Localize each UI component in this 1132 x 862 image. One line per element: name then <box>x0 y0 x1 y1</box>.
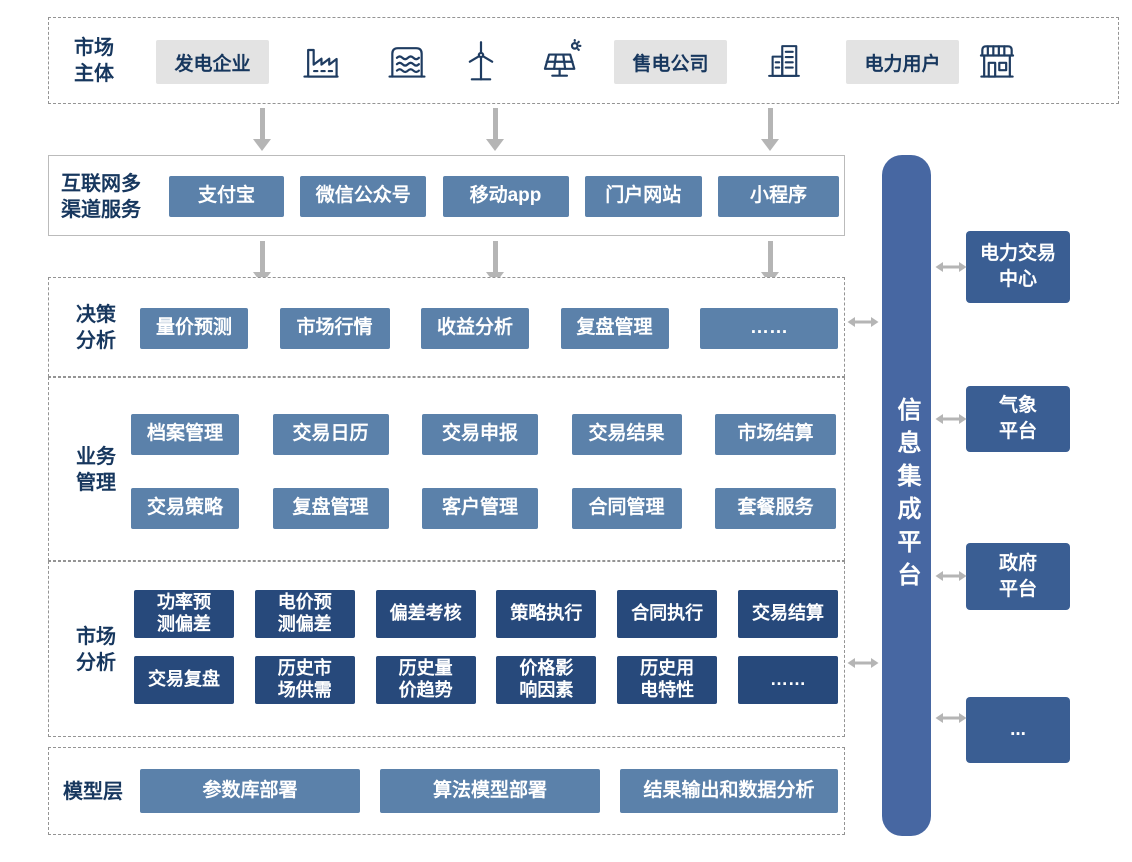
model-layer-label: 模型层 <box>63 781 123 803</box>
channel-mobile-app: 移动app <box>442 176 569 217</box>
business-item-trade-strategy: 交易策略 <box>131 488 239 529</box>
double-arrow-icon <box>935 262 967 272</box>
decision-item-more: …… <box>700 308 838 349</box>
decision-analysis-section: 决策分析 量价预测 市场行情 收益分析 复盘管理 …… <box>48 277 845 377</box>
market-analysis-label: 市场分析 <box>76 626 116 674</box>
retailer-chip: 售电公司 <box>614 40 727 84</box>
integration-platform-label: 信息集成平台 <box>893 396 920 595</box>
business-item-trade-results: 交易结果 <box>571 414 682 455</box>
analysis-item-historical-price-trend: 历史量价趋势 <box>375 656 476 704</box>
market-analysis-section: 市场分析 功率预测偏差 电价预测偏差 偏差考核 策略执行 合同执行 交易结算 交… <box>48 561 845 737</box>
analysis-item-deviation-assessment: 偏差考核 <box>375 590 476 638</box>
business-item-package-service: 套餐服务 <box>715 488 836 529</box>
decision-item-price-forecast: 量价预测 <box>140 308 248 349</box>
market-entities-label: 市场主体 <box>74 37 114 85</box>
market-entities-section: 市场主体 发电企业 <box>48 17 1119 104</box>
decision-item-review-management: 复盘管理 <box>560 308 669 349</box>
external-platform-trading-center: 电力交易中心 <box>966 231 1070 303</box>
analysis-item-price-forecast-deviation: 电价预测偏差 <box>254 590 355 638</box>
channels-label: 互联网多渠道服务 <box>61 173 141 221</box>
wind-turbine-icon <box>459 39 503 83</box>
channel-buttons-row: 支付宝 微信公众号 移动app 门户网站 小程序 <box>169 176 839 217</box>
analysis-item-more: …… <box>737 656 838 704</box>
down-arrow-icon <box>486 108 504 151</box>
market-analysis-row-2: 交易复盘 历史市场供需 历史量价趋势 价格影响因素 历史用电特性 …… <box>134 656 838 704</box>
decision-item-market-quotes: 市场行情 <box>279 308 390 349</box>
business-item-review-management: 复盘管理 <box>272 488 389 529</box>
model-layer-row: 参数库部署 算法模型部署 结果输出和数据分析 <box>140 769 838 813</box>
double-arrow-icon <box>847 317 879 327</box>
decision-item-revenue-analysis: 收益分析 <box>421 308 529 349</box>
business-item-archives: 档案管理 <box>131 414 239 455</box>
generator-chip: 发电企业 <box>156 40 269 84</box>
channels-section: 互联网多渠道服务 支付宝 微信公众号 移动app 门户网站 小程序 <box>48 155 845 236</box>
channel-mini-program: 小程序 <box>718 176 839 217</box>
analysis-item-historical-supply-demand: 历史市场供需 <box>254 656 355 704</box>
external-platform-more: ... <box>966 697 1070 763</box>
model-item-result-output: 结果输出和数据分析 <box>620 769 838 813</box>
double-arrow-icon <box>847 658 879 668</box>
business-management-section: 业务管理 档案管理 交易日历 交易申报 交易结果 市场结算 交易策略 复盘管理 … <box>48 377 845 561</box>
business-item-customer-management: 客户管理 <box>422 488 538 529</box>
model-layer-section: 模型层 参数库部署 算法模型部署 结果输出和数据分析 <box>48 747 845 835</box>
analysis-item-trade-review: 交易复盘 <box>134 656 234 704</box>
double-arrow-icon <box>935 713 967 723</box>
analysis-item-contract-execution: 合同执行 <box>617 590 718 638</box>
business-row-2: 交易策略 复盘管理 客户管理 合同管理 套餐服务 <box>131 488 836 529</box>
model-item-algorithm-deployment: 算法模型部署 <box>380 769 600 813</box>
analysis-item-price-influencing-factors: 价格影响因素 <box>496 656 597 704</box>
external-platform-weather: 气象平台 <box>966 386 1070 452</box>
business-row-1: 档案管理 交易日历 交易申报 交易结果 市场结算 <box>131 414 836 455</box>
business-item-trade-declaration: 交易申报 <box>422 414 538 455</box>
business-item-trade-calendar: 交易日历 <box>272 414 389 455</box>
external-platform-government: 政府平台 <box>966 543 1070 610</box>
down-arrow-icon <box>253 108 271 151</box>
analysis-item-power-forecast-deviation: 功率预测偏差 <box>134 590 234 638</box>
decision-analysis-label: 决策分析 <box>76 304 116 352</box>
decision-buttons-row: 量价预测 市场行情 收益分析 复盘管理 …… <box>140 308 838 349</box>
double-arrow-icon <box>935 571 967 581</box>
solar-panel-icon <box>539 39 583 83</box>
channel-portal-site: 门户网站 <box>584 176 702 217</box>
office-building-icon <box>763 39 805 83</box>
channel-alipay: 支付宝 <box>169 176 284 217</box>
analysis-item-trade-settlement: 交易结算 <box>737 590 838 638</box>
business-item-market-settlement: 市场结算 <box>715 414 836 455</box>
down-arrow-icon <box>761 108 779 151</box>
storefront-icon <box>975 39 1019 83</box>
analysis-item-historical-consumption: 历史用电特性 <box>617 656 718 704</box>
analysis-item-strategy-execution: 策略执行 <box>496 590 597 638</box>
business-management-label: 业务管理 <box>76 446 116 494</box>
channel-wechat-official: 微信公众号 <box>300 176 427 217</box>
business-item-contract-management: 合同管理 <box>571 488 682 529</box>
factory-icon <box>299 39 343 83</box>
integration-platform-bar: 信息集成平台 <box>882 155 931 836</box>
model-item-parameter-library: 参数库部署 <box>140 769 360 813</box>
market-analysis-row-1: 功率预测偏差 电价预测偏差 偏差考核 策略执行 合同执行 交易结算 <box>134 590 838 638</box>
consumer-chip: 电力用户 <box>846 40 959 84</box>
hydro-plant-icon <box>384 39 430 83</box>
double-arrow-icon <box>935 414 967 424</box>
